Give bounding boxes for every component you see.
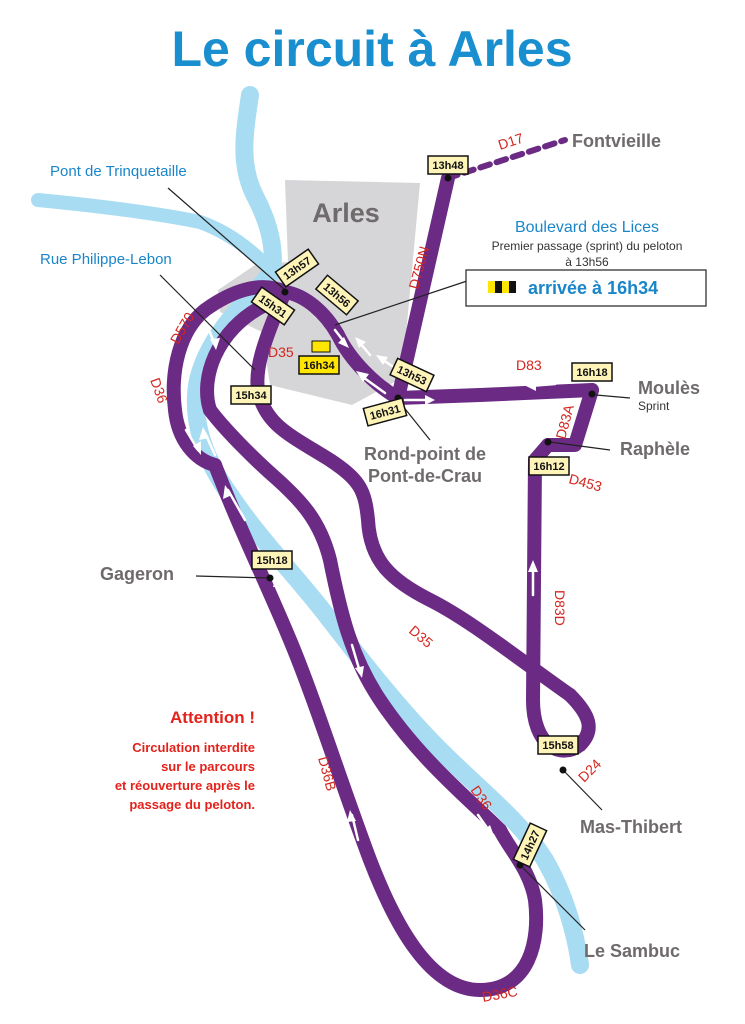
boulevard-line2: à 13h56 [565,255,609,269]
place-rond-point-line2: Pont-de-Crau [368,466,482,486]
race-route [166,137,599,997]
place-rond-point-line1: Rond-point de [364,444,486,464]
attention-title: Attention ! [170,708,255,727]
road-label: D453 [567,470,604,494]
river-rhone [31,86,589,974]
place-raphele: Raphèle [620,439,690,459]
finish-label: arrivée à 16h34 [528,278,658,298]
attention-line: passage du peloton. [129,797,255,812]
place-rue-philippe-lebon: Rue Philippe-Lebon [40,251,172,268]
svg-text:16h12: 16h12 [533,461,564,473]
boulevard-info: Boulevard des Lices Premier passage (spr… [465,219,707,307]
map-title: Le circuit à Arles [171,21,572,77]
svg-text:15h34: 15h34 [235,390,267,402]
time-markers: 13h48 13h57 15h31 13h56 16h34 13h53 16h3… [230,155,613,868]
attention-line: Circulation interdite [132,740,255,755]
road-label: D35 [406,622,436,651]
time-marker-finish: 16h34 [298,340,340,375]
time-marker: 13h48 [427,155,469,175]
place-moules: Moulès [638,378,700,398]
road-label: D24 [575,755,605,785]
place-fontvieille: Fontvieille [572,131,661,151]
attention-line: sur le parcours [161,759,255,774]
svg-text:15h58: 15h58 [542,740,573,752]
place-mas-thibert: Mas-Thibert [580,817,682,837]
road-label: D83 [516,357,542,373]
place-le-sambuc: Le Sambuc [584,941,680,961]
leader-lines [159,187,631,931]
time-marker: 16h31 [362,397,408,427]
direction-arrows [184,318,557,978]
boulevard-line1: Premier passage (sprint) du peloton [492,239,683,253]
svg-text:13h48: 13h48 [432,160,463,172]
city-label-arles: Arles [312,198,380,228]
place-gageron: Gageron [100,564,174,584]
road-label: D35 [268,344,294,360]
road-label: D36C [481,983,519,1005]
time-marker: 15h58 [537,735,579,755]
time-marker: 15h34 [230,385,272,405]
road-label: D83D [552,590,568,626]
time-marker: 16h12 [528,456,570,476]
route-points [266,174,596,869]
svg-text:16h34: 16h34 [303,360,335,372]
svg-text:15h18: 15h18 [256,555,287,567]
time-marker: 15h18 [251,550,293,570]
finish-flag-icon [488,281,516,293]
place-pont-trinquetaille: Pont de Trinquetaille [50,163,187,180]
svg-text:16h18: 16h18 [576,367,607,379]
place-moules-sprint: Sprint [638,399,670,413]
road-label: D17 [496,130,526,153]
attention-note: Attention ! Circulation interdite sur le… [115,708,255,812]
boulevard-title: Boulevard des Lices [515,219,659,236]
time-marker: 16h18 [571,362,613,382]
attention-line: et réouverture après le [115,778,255,793]
